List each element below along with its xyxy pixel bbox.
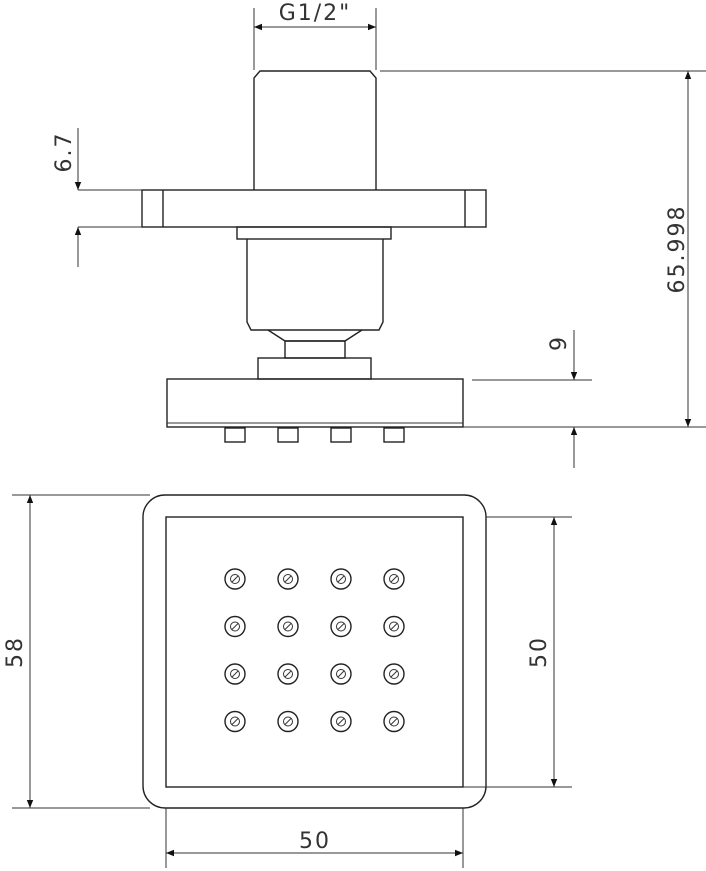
nozzle bbox=[277, 663, 299, 685]
head-thickness-label: 9 bbox=[547, 335, 572, 351]
nozzle bbox=[277, 568, 299, 590]
nozzle bbox=[224, 615, 246, 638]
nozzle bbox=[277, 710, 299, 733]
inner-height-label: 50 bbox=[527, 636, 552, 668]
nozzle bbox=[330, 710, 352, 733]
thread-dimension: G1/2" bbox=[253, 1, 377, 70]
inner-plate bbox=[165, 516, 464, 788]
inner-width-label: 50 bbox=[299, 829, 331, 854]
side-view bbox=[141, 70, 487, 443]
flange bbox=[141, 189, 487, 228]
nozzle bbox=[277, 615, 299, 638]
top-view bbox=[142, 494, 487, 809]
nozzle-grid bbox=[224, 568, 405, 733]
nozzle bbox=[383, 568, 405, 590]
height-dimension: 65.998 bbox=[380, 70, 706, 428]
side-nozzles bbox=[224, 427, 405, 443]
shower-head bbox=[166, 378, 464, 428]
nozzle bbox=[383, 615, 405, 638]
nozzle bbox=[330, 663, 352, 685]
nozzle bbox=[383, 710, 405, 733]
outer-width-dimension: 58 bbox=[3, 494, 150, 809]
pipe bbox=[253, 70, 377, 190]
nozzle bbox=[330, 615, 352, 638]
outer-width-label: 58 bbox=[3, 636, 28, 668]
neck bbox=[267, 329, 363, 342]
nozzle bbox=[224, 663, 246, 685]
collar bbox=[236, 226, 392, 240]
nozzle bbox=[224, 710, 246, 733]
outer-plate bbox=[142, 494, 487, 809]
inner-width-dimension: 50 bbox=[165, 808, 464, 868]
head-thickness-dimension: 9 bbox=[472, 330, 592, 468]
nozzle bbox=[383, 663, 405, 685]
height-label: 65.998 bbox=[665, 205, 690, 294]
nozzle bbox=[224, 568, 246, 590]
inner-height-dimension: 50 bbox=[463, 516, 572, 788]
nozzle bbox=[330, 568, 352, 590]
flange-thickness-label: 6.7 bbox=[52, 132, 77, 173]
thread-label: G1/2" bbox=[279, 1, 352, 26]
flange-thickness-dimension: 6.7 bbox=[52, 128, 142, 267]
body bbox=[246, 239, 384, 331]
